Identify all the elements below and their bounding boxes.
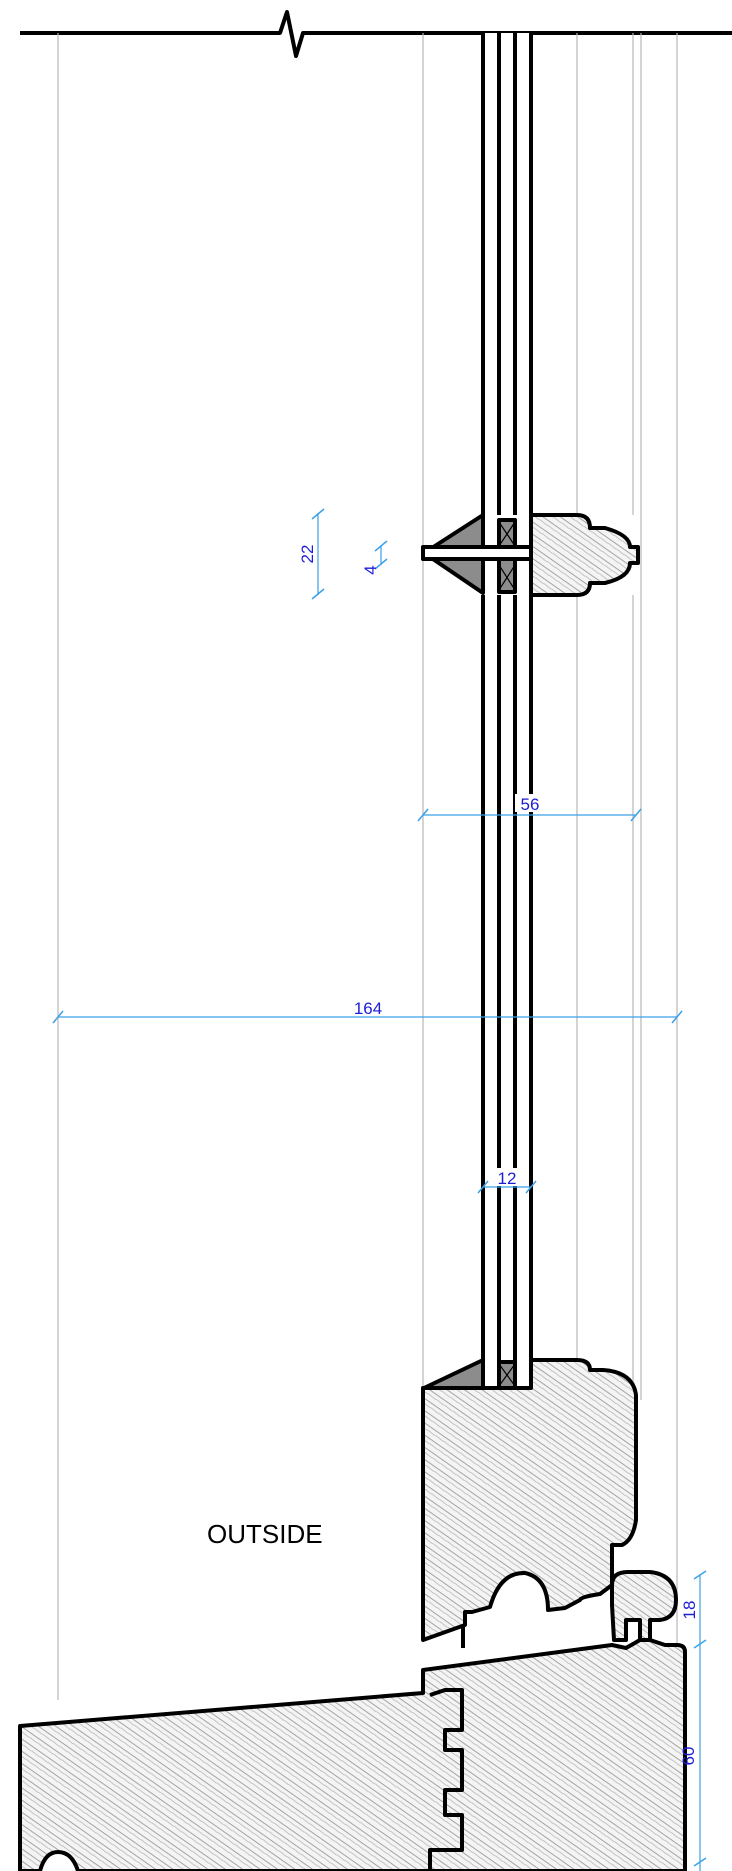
dimension-56: 56 [417, 794, 642, 822]
sash-bottom-rail [421, 1358, 638, 1648]
dimension-18: 18 [680, 1570, 707, 1649]
sash-rail [421, 1358, 638, 1642]
glazing-bar [421, 513, 640, 597]
glazing-bar-spacer [421, 545, 535, 561]
glazing-unit [481, 33, 533, 1363]
drip-bead [610, 1570, 678, 1642]
dimension-4: 4 [361, 540, 388, 575]
glazing-bar-bead [529, 513, 640, 597]
window-sill [18, 1638, 687, 1871]
dimension-12-text: 12 [498, 1169, 517, 1188]
outside-label: OUTSIDE [207, 1519, 323, 1549]
frame-rebate [428, 1688, 464, 1871]
dimension-4-text: 4 [361, 565, 380, 574]
dimension-22: 22 [298, 508, 325, 600]
dimension-164-text: 164 [354, 999, 382, 1018]
dimension-22-text: 22 [298, 545, 317, 564]
dimension-12: 12 [477, 1168, 537, 1194]
dimension-60-text: 60 [679, 1747, 698, 1766]
dimension-56-text: 56 [521, 795, 540, 814]
dimension-164: 164 [52, 999, 683, 1024]
dimension-60: 60 [679, 1645, 707, 1871]
reference-lines [57, 33, 678, 1700]
dimension-18-text: 18 [680, 1601, 699, 1620]
sash-wedge [422, 1358, 485, 1390]
break-line [20, 10, 732, 58]
